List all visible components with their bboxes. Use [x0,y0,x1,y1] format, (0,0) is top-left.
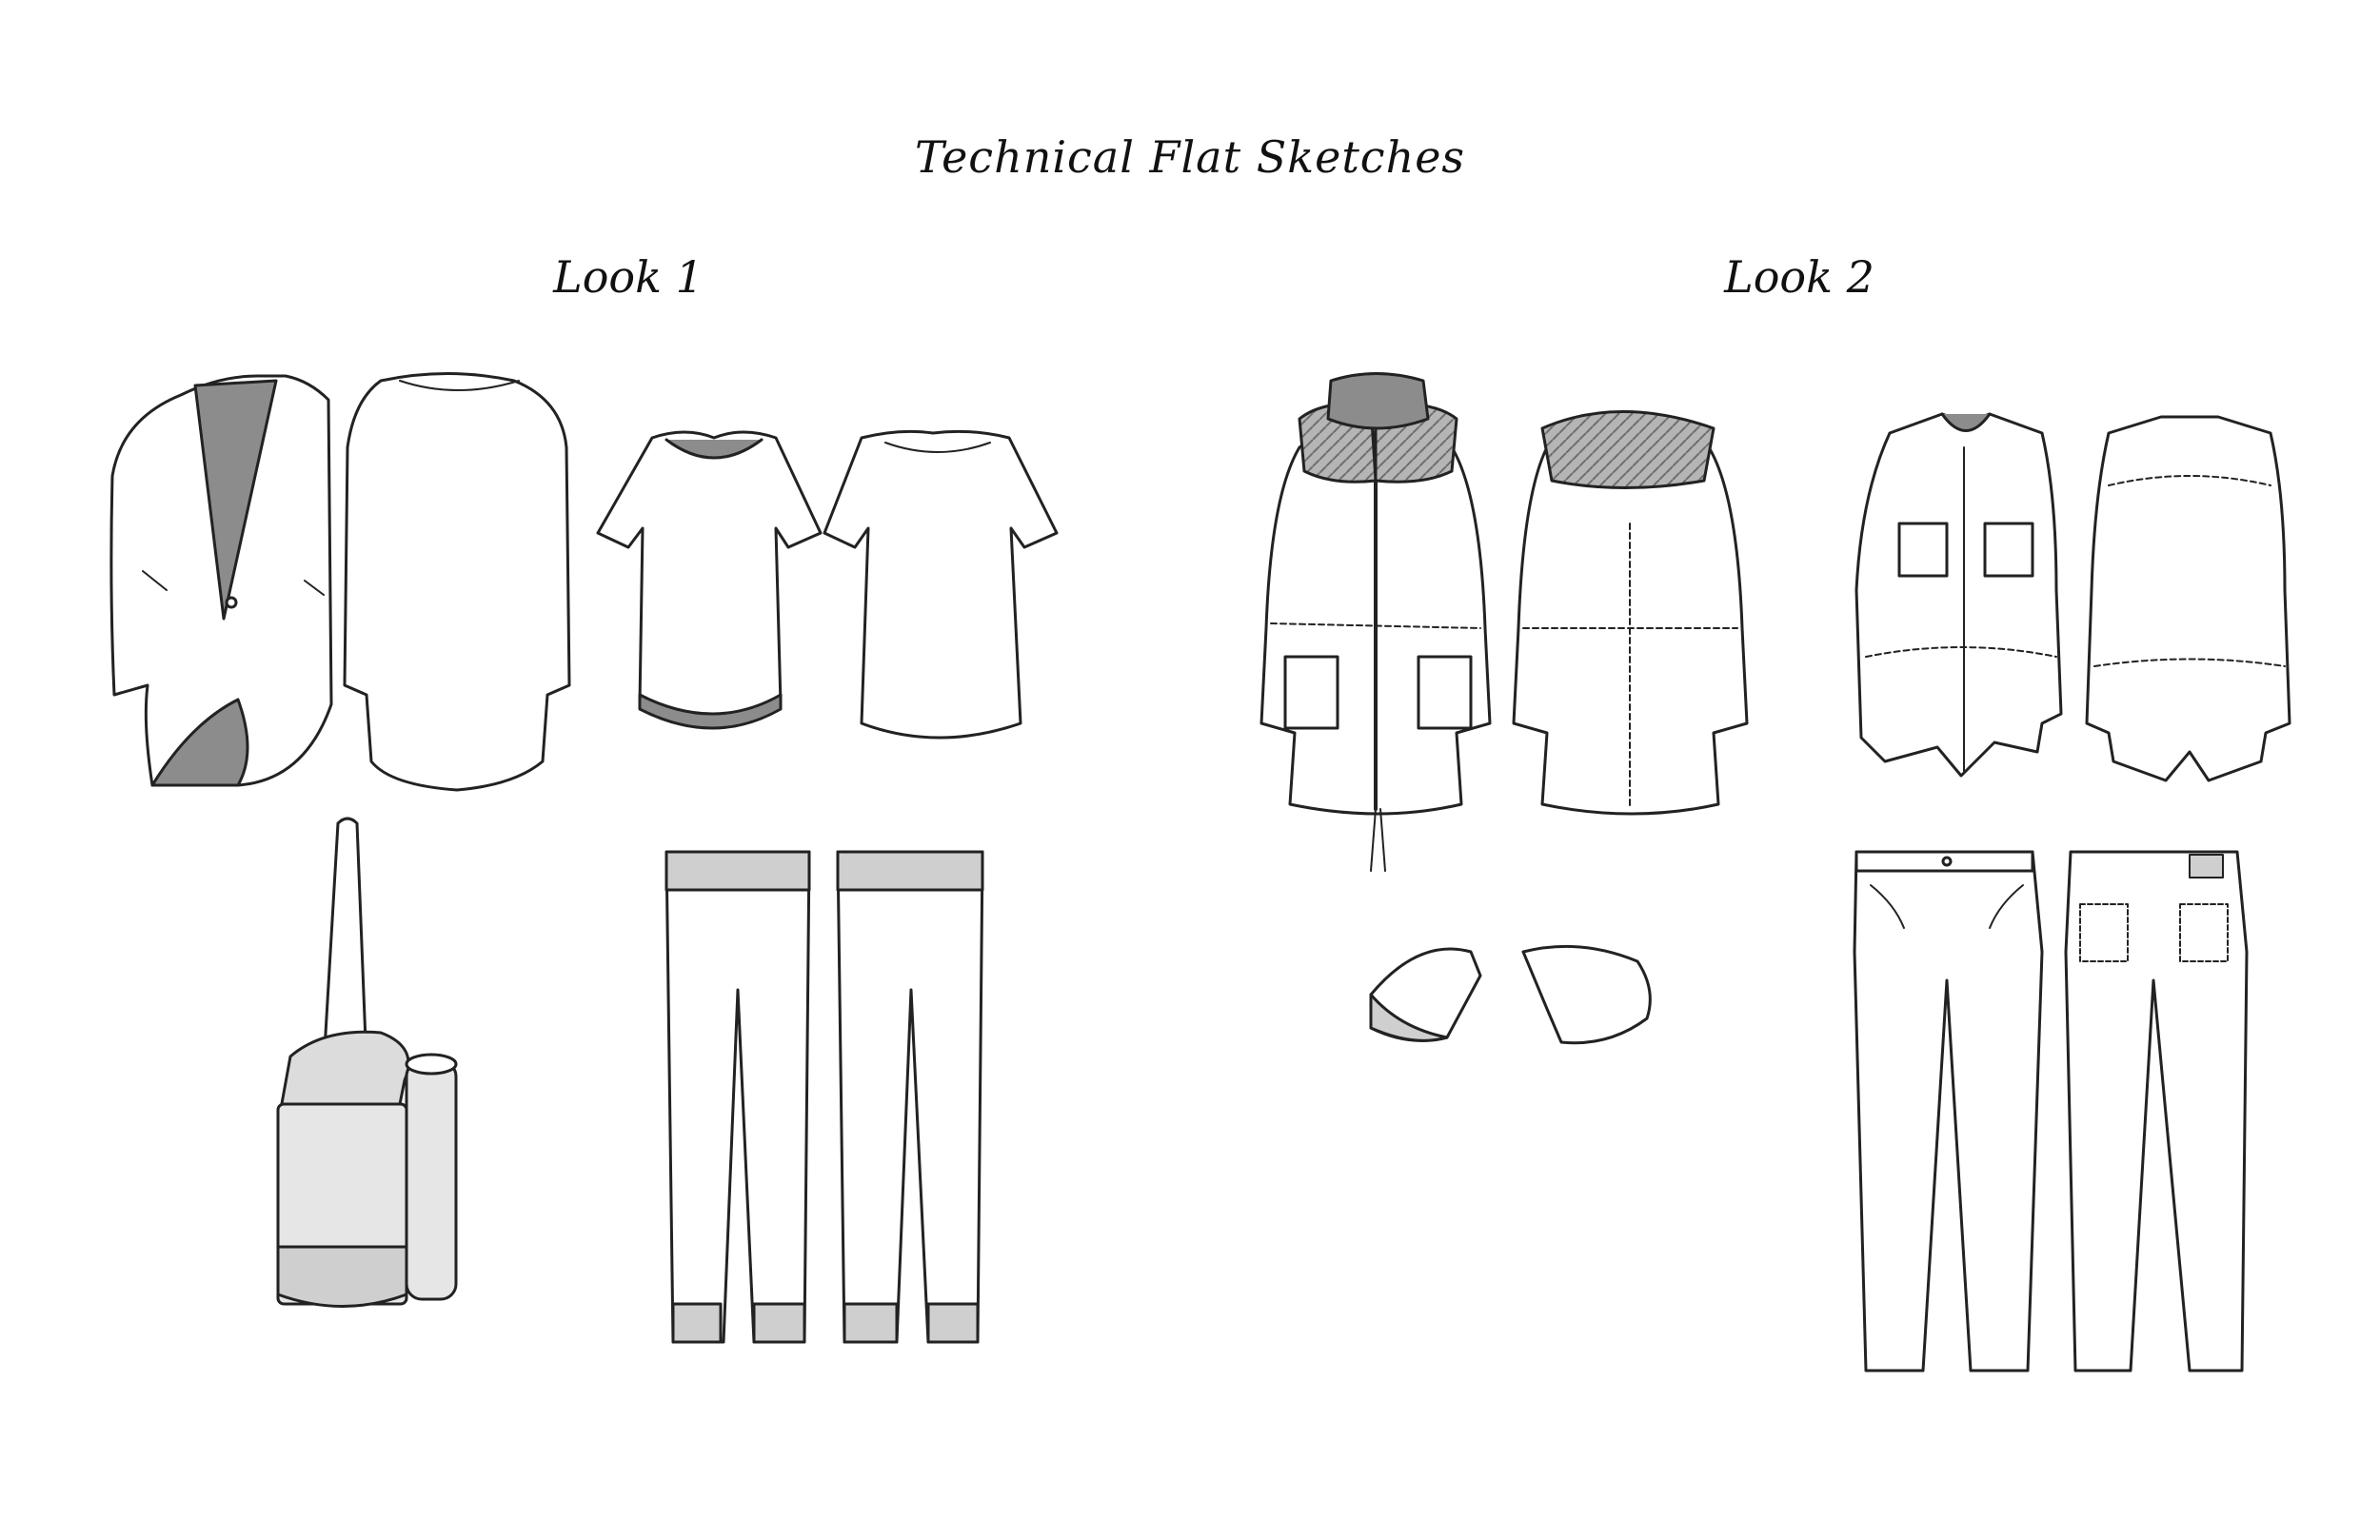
look-2-label: Look 2 [1724,251,1874,303]
parka-back [1512,410,1749,816]
blazer-back [343,372,571,792]
look-1-label: Look 1 [553,251,704,303]
leggings-back [836,850,984,1344]
tshirt-back [823,429,1059,740]
page-title: Technical Flat Sketches [914,131,1466,183]
jeans-front [1853,850,2044,1372]
leggings-front [664,850,811,1344]
tshirt-front [596,430,823,730]
beanie-front [1369,947,1482,1042]
shirt-front [1854,412,2063,778]
shirt-back [2085,415,2291,782]
blazer-front [109,374,333,787]
beanie-back [1521,944,1652,1045]
parka-front [1259,372,1492,872]
bucket-bag [276,817,458,1308]
jeans-back [2064,850,2249,1372]
